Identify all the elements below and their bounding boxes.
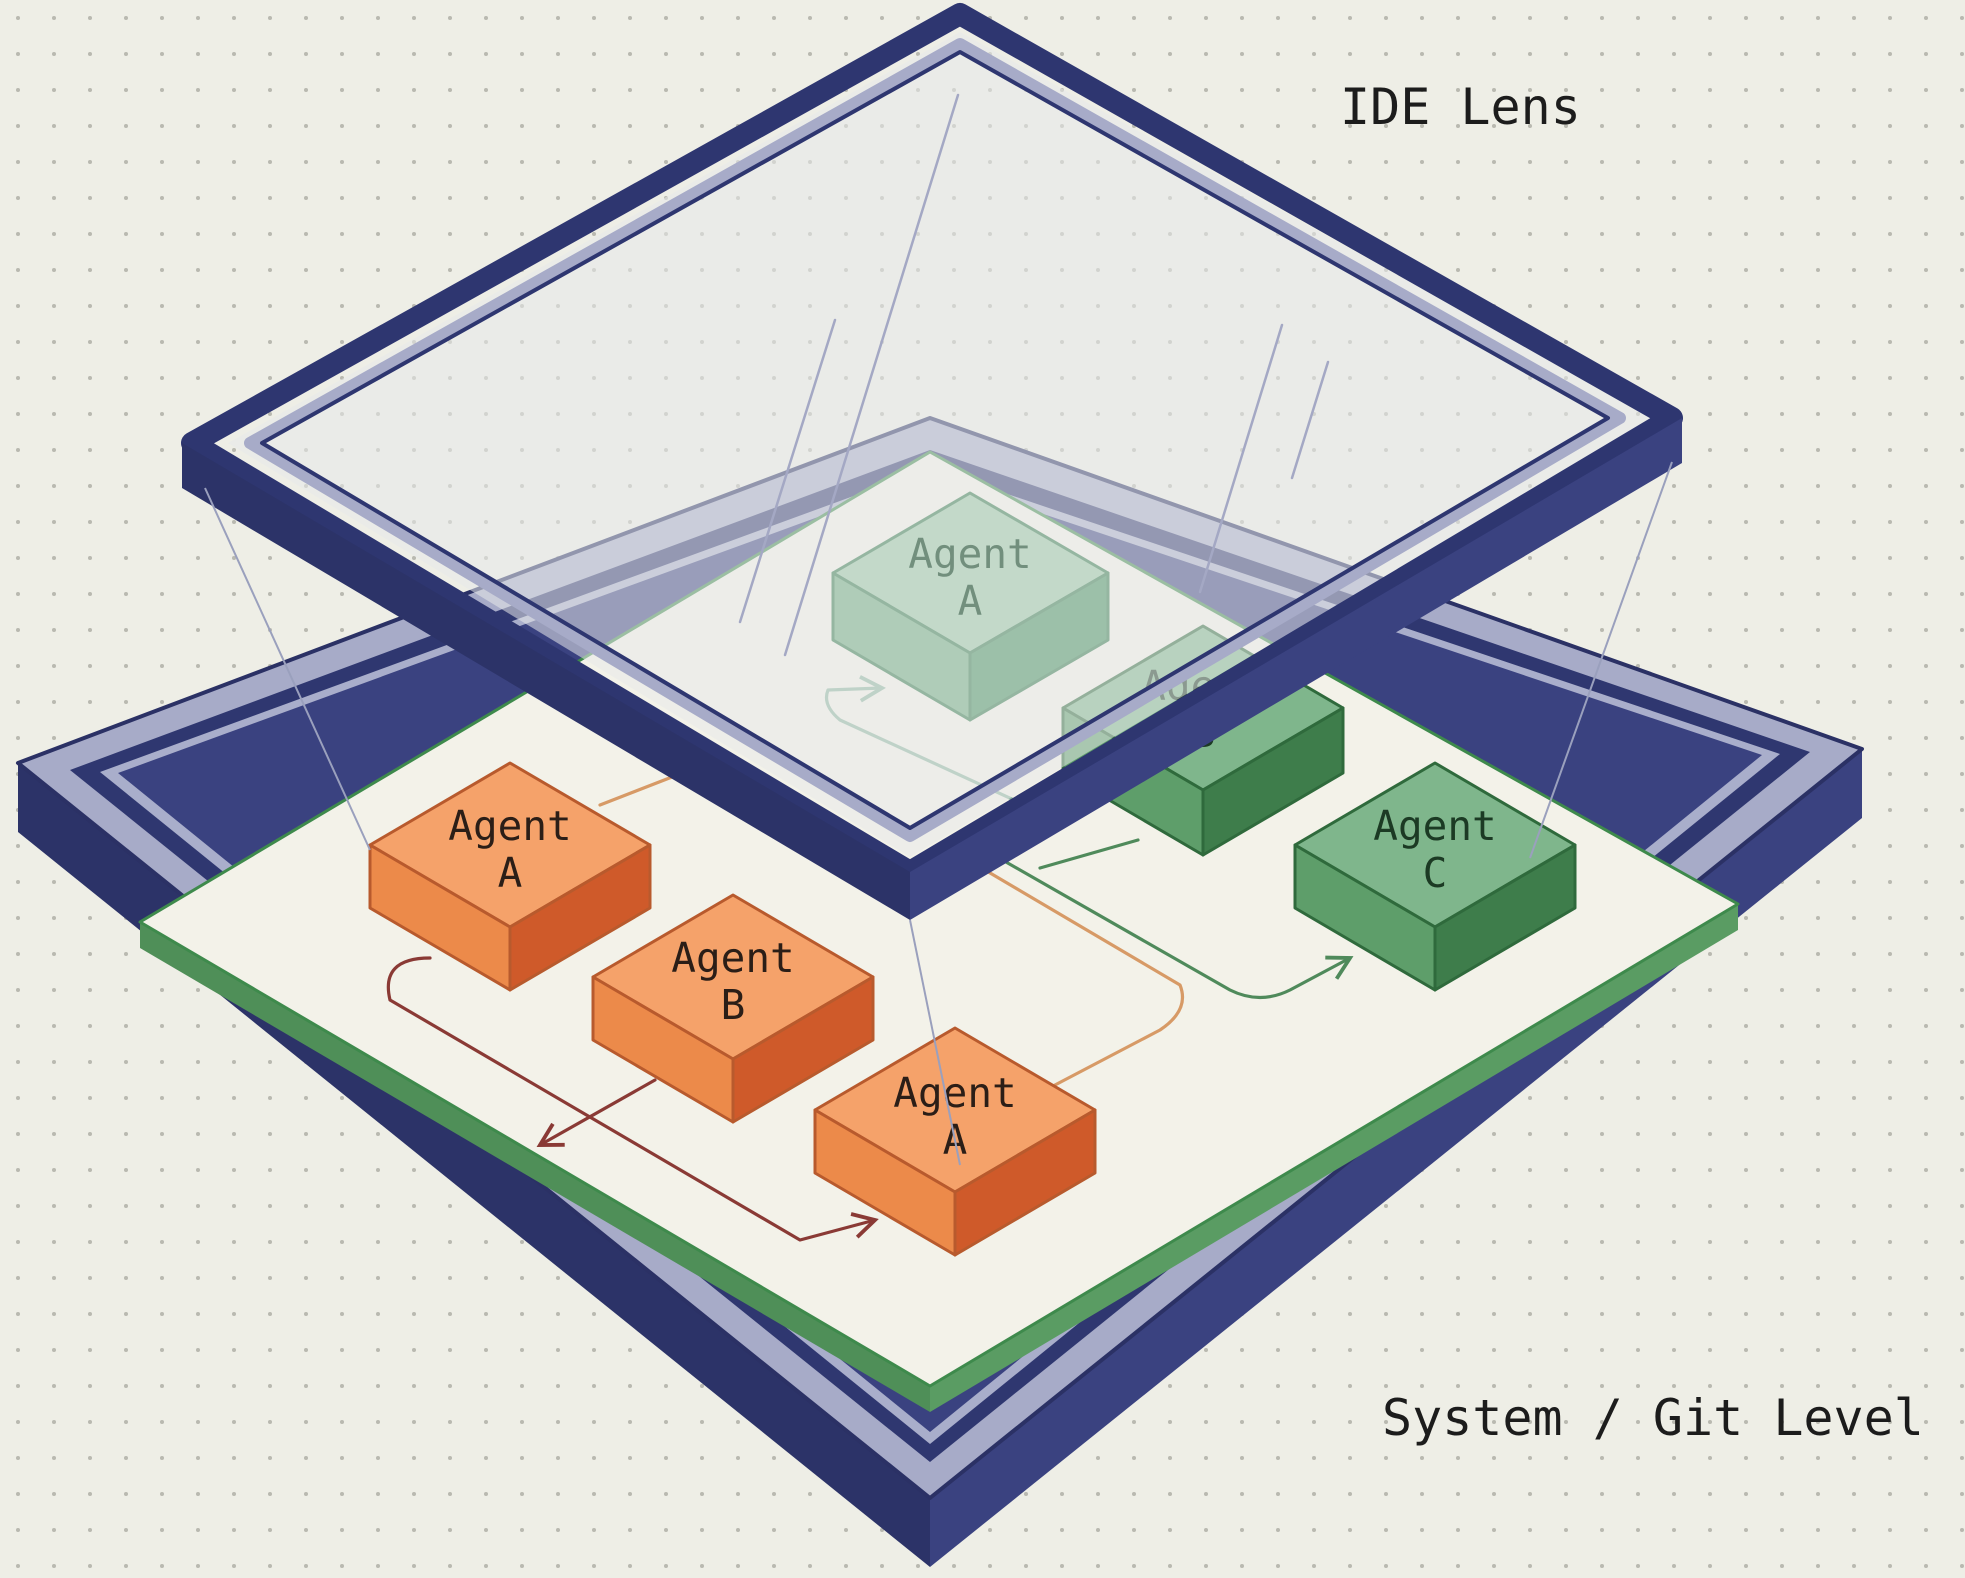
agent-label-line1: Agent [1373, 802, 1496, 850]
connector-green-to-c [983, 848, 1354, 1000]
agent-cube-green-c: Agent C [1293, 761, 1577, 992]
agent-label-line2: A [498, 849, 523, 897]
agent-cube-orange-a-lower: Agent A [813, 1026, 1097, 1257]
agent-label-line1: Agent [448, 802, 571, 850]
agent-label-line2: C [1423, 849, 1448, 897]
agent-label-line1: Agent [908, 530, 1031, 578]
system-git-level-platform [16, 416, 1864, 1567]
agent-label-line1: Agent [671, 934, 794, 982]
ide-lens-label: IDE Lens [1340, 78, 1581, 136]
system-git-level-label: System / Git Level [1382, 1389, 1924, 1447]
connector-green-b-to-c [1038, 838, 1140, 870]
agent-cube-faded-a: Agent A [831, 491, 1110, 722]
glass-reflections [738, 93, 1330, 657]
agent-cube-orange-a-left: Agent A [368, 761, 652, 992]
connector-a-to-lower-a [386, 956, 879, 1242]
agent-label-line1: Agent [893, 1069, 1016, 1117]
projection-lines [204, 461, 1673, 1166]
ide-lens-frame: Agent A [181, 3, 1683, 920]
agent-label-line2: A [958, 577, 983, 625]
connector-b-to-left [536, 1078, 657, 1147]
agent-cube-orange-b: Agent B [591, 893, 875, 1124]
connector-lower-a-to-right [983, 868, 1185, 1087]
agent-label-line2: B [721, 981, 746, 1029]
